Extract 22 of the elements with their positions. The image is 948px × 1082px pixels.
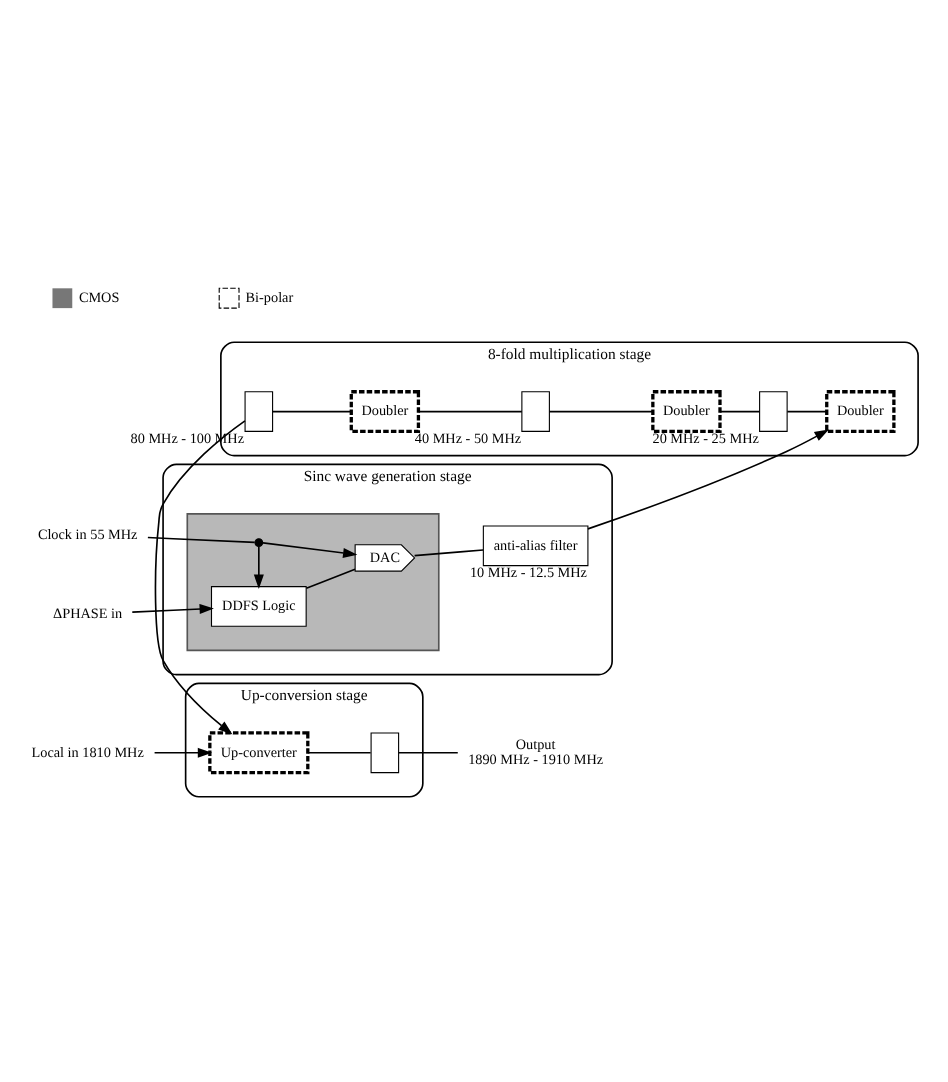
connector [147,535,256,543]
connector [305,567,356,589]
connector [417,409,523,412]
connector [719,409,761,412]
connector [548,409,654,412]
arrow [587,428,829,529]
connector [786,409,828,412]
arrow [131,603,214,614]
cluster [186,512,440,651]
arrow [153,746,213,757]
node-box [759,390,788,431]
connector [397,750,459,753]
connector [307,750,372,753]
node-box [244,390,274,431]
arrow [154,419,246,734]
arrow [262,541,358,557]
arrow [253,544,264,588]
node-circle [254,537,264,546]
node-box [370,731,400,773]
connector [413,548,484,556]
connector [271,409,352,412]
node-box [521,390,550,431]
